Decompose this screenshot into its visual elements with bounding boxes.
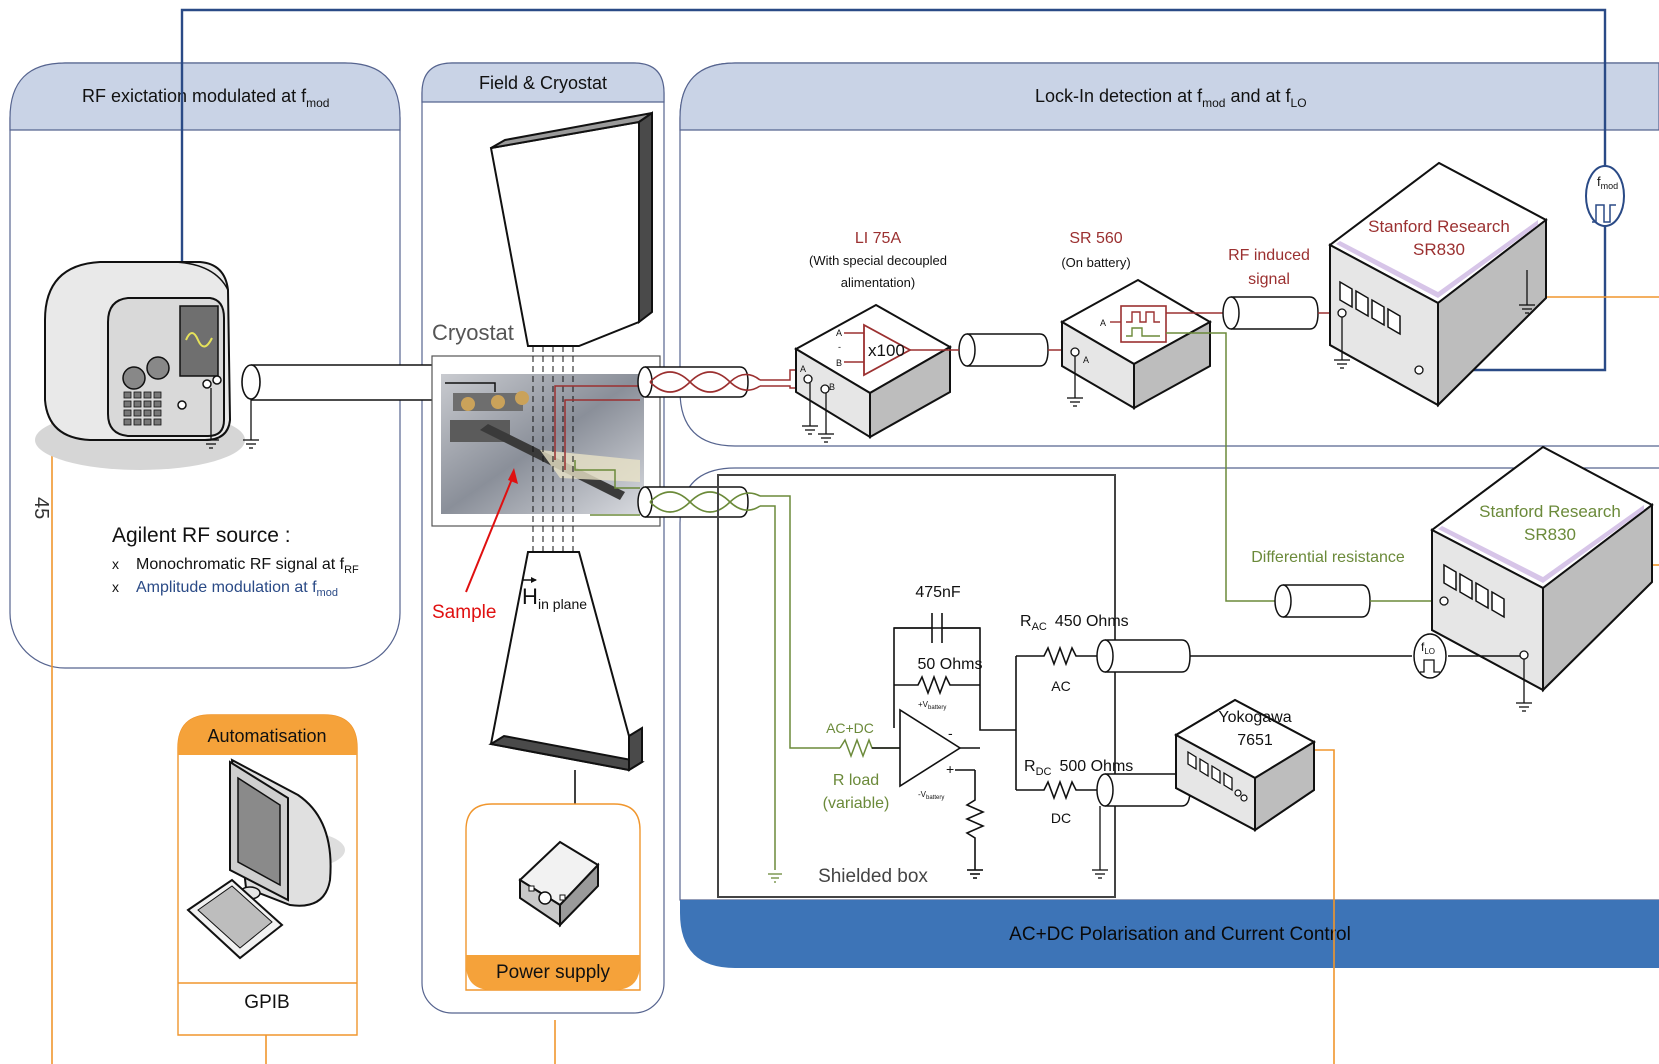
ac-label: AC [1051, 678, 1070, 694]
differential-label: Differential resistance [1251, 549, 1405, 566]
li75a-amplifier [793, 303, 953, 439]
rload-label2: (variable) [823, 795, 890, 812]
field-label: H in plane [522, 577, 587, 612]
svg-text:fLO: fLO [1421, 640, 1435, 656]
sr560-in-a: A [1083, 355, 1089, 365]
rf-line1: Monochromatic RF signal at fRF [136, 556, 359, 576]
field-lines [532, 346, 574, 552]
lockin-panel-title: Lock-In detection at fmod and at fLO [1035, 86, 1307, 110]
vplus-label: +Vbattery [918, 700, 946, 711]
coax-cable [1096, 639, 1520, 673]
li75a-gain: x100 [868, 341, 905, 360]
rf-panel-title: RF exictation modulated at fmod [82, 86, 329, 110]
rf-source-name: Agilent RF source : [112, 524, 291, 547]
magnet-pole-bottom [488, 551, 645, 772]
acdc-panel [679, 467, 1659, 968]
svg-text:in plane: in plane [538, 596, 587, 612]
rload-label1: R load [833, 772, 879, 789]
bullet: x [112, 579, 119, 595]
sr560-note: (On battery) [1061, 255, 1130, 270]
acdc-panel-title: AC+DC Polarisation and Current Control [1009, 924, 1351, 945]
coax-cable [1274, 584, 1444, 618]
sr830-top-line2: SR830 [1413, 240, 1465, 259]
sample-arrow [465, 468, 518, 593]
ground-symbol [768, 873, 782, 883]
automation-footer: GPIB [244, 992, 289, 1013]
bullet: x [112, 556, 119, 572]
fmod-reference-line [180, 8, 1607, 408]
gpib-bus-lines [51, 296, 1659, 1064]
field-panel-title: Field & Cryostat [479, 73, 607, 93]
yokogawa-7651 [1173, 698, 1317, 832]
shielded-box-label: Shielded box [818, 866, 928, 887]
fmod-badge: fmod [1585, 165, 1625, 227]
magnet-pole-top [489, 111, 653, 347]
svg-text:fmod: fmod [1597, 174, 1618, 191]
sr560-amplifier [1059, 278, 1213, 410]
agilent-rf-source [35, 261, 245, 470]
yokogawa-line2: 7651 [1237, 732, 1273, 749]
feedback-label: 50 Ohms [918, 656, 983, 673]
li75a-in-b: B [829, 382, 835, 392]
twisted-pair-green [637, 486, 840, 870]
twisted-pair-red [637, 366, 820, 398]
sr830-bottom-line2: SR830 [1524, 525, 1576, 544]
rf-line2: Amplitude modulation at fmod [136, 579, 338, 599]
rf-induced-line1: RF induced [1228, 247, 1310, 264]
svg-text:H: H [522, 584, 538, 609]
sr830-bottom-line1: Stanford Research [1479, 502, 1621, 521]
capacitor [894, 613, 980, 643]
op-minus: - [948, 725, 953, 741]
rload-resistor [839, 737, 900, 759]
sample-wires [445, 382, 640, 516]
computer-icon [186, 758, 345, 960]
ground-symbol [203, 385, 259, 449]
li75a-pin-b: B [836, 358, 842, 368]
li75a-note1: (With special decoupled [809, 253, 947, 268]
li75a-note2: alimentation) [841, 275, 915, 290]
power-supply-icon [518, 840, 600, 928]
rac-rdc-network [1015, 645, 1100, 801]
acdc-label: AC+DC [826, 720, 874, 736]
li75a-pin-a: A [836, 328, 842, 338]
sr830-top-line1: Stanford Research [1368, 217, 1510, 236]
sr560-pin-a: A [1100, 318, 1106, 328]
ground-symbol [1067, 356, 1083, 407]
power-supply-label: Power supply [496, 962, 611, 983]
dc-label: DC [1051, 810, 1071, 826]
li75a-pin-minus: - [838, 342, 841, 352]
ground-symbol [802, 383, 834, 443]
cryostat-label: Cryostat [432, 320, 514, 345]
li75a-in-a: A [800, 364, 806, 374]
rf-coax-cable [241, 364, 443, 401]
shielded-box [717, 474, 1116, 898]
flo-badge: fLO [1413, 633, 1447, 679]
side-page-label: 45 [30, 497, 52, 519]
sr830-top [1328, 161, 1548, 408]
sr830-bottom [1430, 445, 1654, 712]
rf-induced-line2: signal [1248, 271, 1290, 288]
feedback-resistor [894, 674, 980, 696]
capacitor-label: 475nF [915, 584, 961, 601]
sample-label: Sample [432, 602, 496, 623]
ground-symbol [1092, 869, 1108, 879]
differential-wire [1166, 332, 1283, 602]
op-plus: + [946, 761, 954, 777]
vminus-label: -Vbattery [918, 790, 944, 801]
automation-header: Automatisation [207, 726, 326, 746]
coax-cable [950, 333, 1077, 367]
coax-cable [1166, 296, 1342, 330]
li75a-name: LI 75A [855, 230, 902, 247]
yokogawa-line1: Yokogawa [1218, 709, 1291, 726]
sr560-name: SR 560 [1069, 230, 1122, 247]
